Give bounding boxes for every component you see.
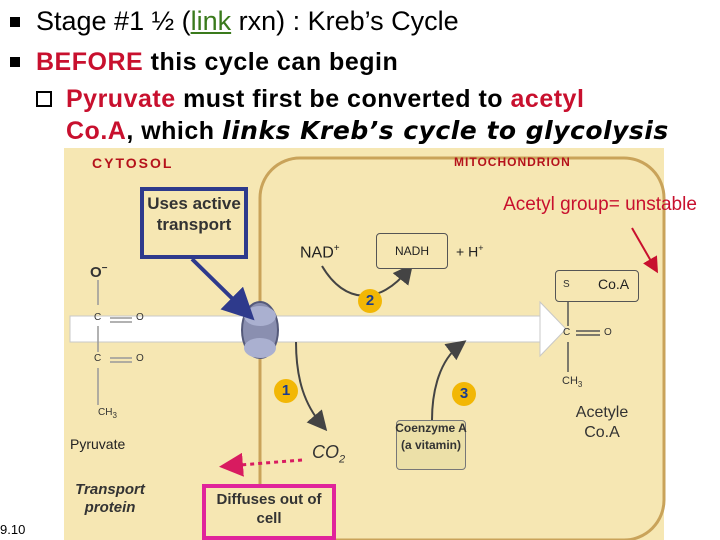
figure-number: 9.10 xyxy=(0,522,26,537)
coa-c: C xyxy=(563,327,571,338)
pyruvate-c1: C xyxy=(94,312,102,323)
bullet-marker xyxy=(10,17,20,27)
pyruvate-o2: O xyxy=(136,353,144,364)
diffuses-box xyxy=(202,484,336,540)
pyruvate-ch3: CH3 xyxy=(98,407,117,420)
step-1-badge: 1 xyxy=(274,379,298,403)
bullet-marker xyxy=(10,57,20,67)
coa-o: O xyxy=(604,327,612,338)
diffuses-label: Diffuses out of cell xyxy=(216,491,322,527)
transport-callout-arrow xyxy=(190,257,255,321)
coa-box xyxy=(555,270,639,302)
coa-ch3: CH3 xyxy=(562,375,583,390)
checkbox-bullet-icon xyxy=(36,91,52,107)
acetyl-callout-arrow xyxy=(631,227,658,274)
step-3-badge: 3 xyxy=(452,382,476,406)
sub-bullet-line2: Co.A, which links Kreb’s cycle to glycol… xyxy=(66,116,669,145)
pyruvate-label: Pyruvate xyxy=(70,436,126,452)
coa-s: S xyxy=(563,279,570,290)
transport-callout-box xyxy=(140,187,248,259)
diffuse-arrow xyxy=(219,452,303,477)
acetyl-coa-label: Acetyle Co.A xyxy=(575,404,629,441)
pyruvate-o1: O xyxy=(136,312,144,323)
step-2-badge: 2 xyxy=(358,289,382,313)
coenzyme-label: Coenzyme A (a vitamin) xyxy=(395,421,467,452)
acetyl-unstable-note: Acetyl group= unstable xyxy=(503,194,697,215)
co2-label: CO2 xyxy=(312,442,346,466)
pyruvate-c2: C xyxy=(94,353,102,364)
nadh-label: NADH xyxy=(394,244,429,258)
o-minus: O− xyxy=(90,263,108,281)
coa-text: Co.A xyxy=(598,276,630,292)
nadh-box xyxy=(376,233,448,269)
mitochondrion-label: MITOCHONDRION xyxy=(454,155,571,169)
h-plus-label: + H+ xyxy=(456,243,484,260)
transport-protein-label: Transport protein xyxy=(75,481,145,516)
cytosol-label: CYTOSOL xyxy=(92,155,174,171)
coenzyme-box xyxy=(396,420,466,470)
main-pathway-arrow xyxy=(69,315,541,343)
nad-plus-label: NAD+ xyxy=(300,243,340,262)
before-bullet: BEFORE this cycle can begin xyxy=(36,48,399,76)
sub-bullet-line1: Pyruvate must first be converted to acet… xyxy=(66,85,585,113)
slide-title-bullet: Stage #1 ½ (link rxn) : Kreb’s Cycle xyxy=(36,6,459,36)
transport-callout-text: Uses active transport xyxy=(147,194,241,234)
link-word[interactable]: link xyxy=(190,6,232,36)
